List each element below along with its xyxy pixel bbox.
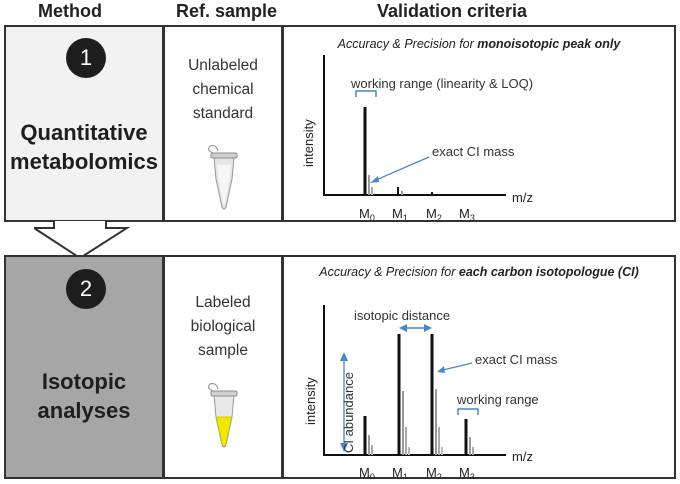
ref-2-line1: Labeled: [195, 294, 251, 311]
tick-m0-2: M0: [359, 465, 375, 479]
tick-m1-1: M1: [392, 206, 408, 220]
validation-header: Validation criteria: [377, 1, 528, 21]
tick-m3-2: M3: [459, 465, 475, 479]
tick-m0-1: M0: [359, 206, 375, 220]
step-2-badge: 2: [66, 269, 106, 309]
method-1-box: 1 Quantitative metabolomics: [4, 25, 164, 222]
working-range-label-2: working range: [456, 392, 539, 407]
criteria-2-title: Accuracy & Precision for each carbon iso…: [319, 265, 639, 279]
working-range-label-1: working range (linearity & LOQ): [350, 76, 533, 91]
spectrum-1-chart: intensity working range (linearity & LOQ…: [301, 55, 533, 220]
criteria-2-box: Accuracy & Precision for each carbon iso…: [282, 255, 676, 479]
ref-sample-1-box: Unlabeled chemical standard: [163, 25, 283, 222]
tick-m3-1: M3: [459, 206, 475, 220]
ci-abundance-label: CI abundance: [341, 372, 356, 453]
method-header: Method: [38, 1, 102, 21]
ref-2-line3: sample: [198, 342, 248, 359]
method-2-label-line1: Isotopic: [41, 369, 127, 394]
step-1-badge: 1: [66, 38, 106, 78]
mz-label-1: m/z: [512, 190, 533, 205]
method-1-label-line1: Quantitative: [20, 120, 148, 145]
criteria-1-box: Accuracy & Precision for monoisotopic pe…: [282, 25, 676, 222]
flow-arrow-icon: [34, 220, 131, 260]
tube-empty-icon: [207, 145, 238, 210]
intensity-label-2: intensity: [303, 377, 318, 425]
ref-1-line2: chemical: [192, 81, 254, 98]
intensity-label-1: intensity: [301, 119, 316, 167]
ref-1-line3: standard: [192, 105, 254, 122]
exact-mass-label-2: exact CI mass: [475, 352, 558, 367]
ref-1-line1: Unlabeled: [188, 57, 258, 74]
ref-2-line2: biological: [190, 318, 256, 335]
tick-m2-1: M2: [426, 206, 442, 220]
method-2-box: 2 Isotopic analyses: [4, 255, 164, 479]
tick-m1-2: M1: [392, 465, 408, 479]
method-2-label-line2: analyses: [37, 398, 131, 423]
tick-m2-2: M2: [426, 465, 442, 479]
method-1-label-line2: metabolomics: [10, 149, 158, 174]
ref-sample-2-box: Labeled biological sample: [163, 255, 283, 479]
ref-sample-header: Ref. sample: [176, 1, 278, 21]
isotopic-distance-label: isotopic distance: [354, 308, 450, 323]
spectrum-2-chart: intensity CI abundance isotopic distance…: [303, 305, 558, 479]
criteria-1-title: Accuracy & Precision for monoisotopic pe…: [337, 37, 621, 51]
tube-labeled-icon: [207, 383, 238, 448]
exact-mass-label-1: exact CI mass: [432, 144, 515, 159]
mz-label-2: m/z: [512, 449, 533, 464]
